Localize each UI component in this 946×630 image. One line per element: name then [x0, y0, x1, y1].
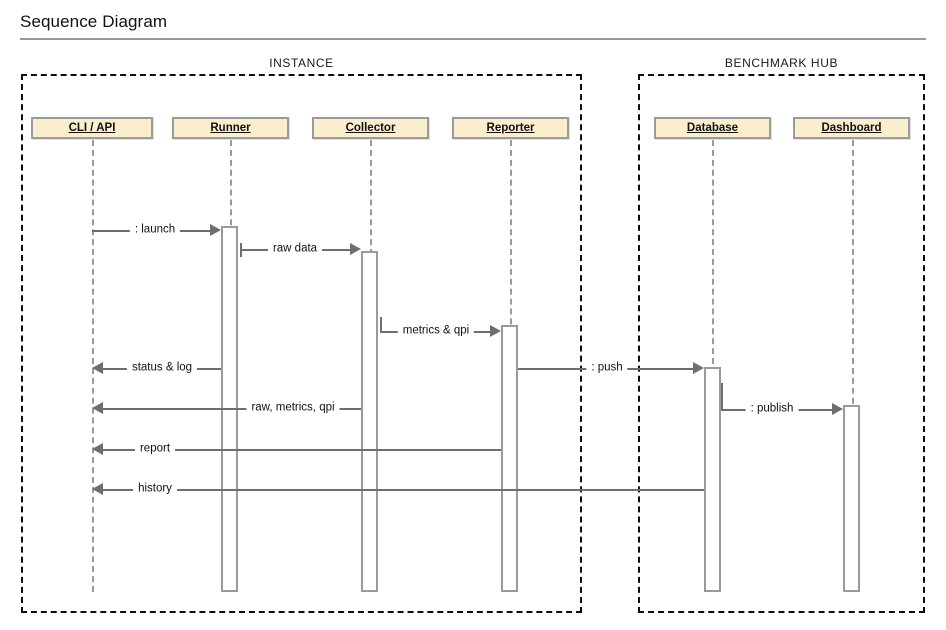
activation-reporter — [501, 325, 518, 592]
message-publish-label: : publish — [745, 402, 799, 416]
message-status-log-label: status & log — [126, 361, 198, 375]
message-push-arrow — [693, 362, 704, 374]
participant-collector[interactable]: Collector — [312, 117, 429, 139]
participant-database-label: Database — [686, 122, 739, 134]
message-publish-stem — [721, 383, 723, 409]
participant-cli[interactable]: CLI / API — [31, 117, 153, 139]
participant-runner[interactable]: Runner — [172, 117, 289, 139]
message-report-arrow — [92, 443, 103, 455]
participant-runner-label: Runner — [210, 122, 251, 134]
participant-reporter[interactable]: Reporter — [452, 117, 569, 139]
lifeline-database — [712, 140, 714, 592]
message-publish-arrow — [832, 403, 843, 415]
frame-benchmark-hub-label: BENCHMARK HUB — [724, 56, 839, 70]
message-launch-arrow — [210, 224, 221, 236]
message-raw-data-arrow — [350, 243, 361, 255]
participant-dashboard-label: Dashboard — [821, 122, 882, 134]
message-report-line — [101, 449, 501, 451]
title-divider — [20, 38, 926, 40]
participant-cli-label: CLI / API — [68, 122, 116, 134]
message-metrics-qpi-label: metrics & qpi — [397, 324, 475, 338]
activation-collector — [361, 251, 378, 592]
participant-collector-label: Collector — [345, 122, 396, 134]
message-raw-metrics-qpi-arrow — [92, 402, 103, 414]
participant-database[interactable]: Database — [654, 117, 771, 139]
message-status-log-arrow — [92, 362, 103, 374]
lifeline-dashboard — [852, 140, 854, 592]
message-metrics-qpi-stem — [380, 317, 382, 331]
message-report-label: report — [134, 442, 176, 456]
activation-database — [704, 367, 721, 592]
message-history-line — [101, 489, 704, 491]
message-launch-label: : launch — [129, 223, 181, 237]
message-history-label: history — [133, 482, 177, 496]
page-title: Sequence Diagram — [20, 12, 168, 31]
message-metrics-qpi-arrow — [490, 325, 501, 337]
frame-instance — [21, 74, 582, 613]
message-raw-data-label: raw data — [267, 242, 323, 256]
frame-instance-label: INSTANCE — [269, 56, 334, 70]
participant-reporter-label: Reporter — [486, 122, 535, 134]
participant-dashboard[interactable]: Dashboard — [793, 117, 910, 139]
activation-dashboard — [843, 405, 860, 592]
frame-benchmark-hub — [638, 74, 925, 613]
message-push-label: : push — [586, 361, 628, 375]
message-history-arrow — [92, 483, 103, 495]
message-raw-metrics-qpi-line — [101, 408, 361, 410]
message-raw-metrics-qpi-label: raw, metrics, qpi — [246, 401, 340, 415]
